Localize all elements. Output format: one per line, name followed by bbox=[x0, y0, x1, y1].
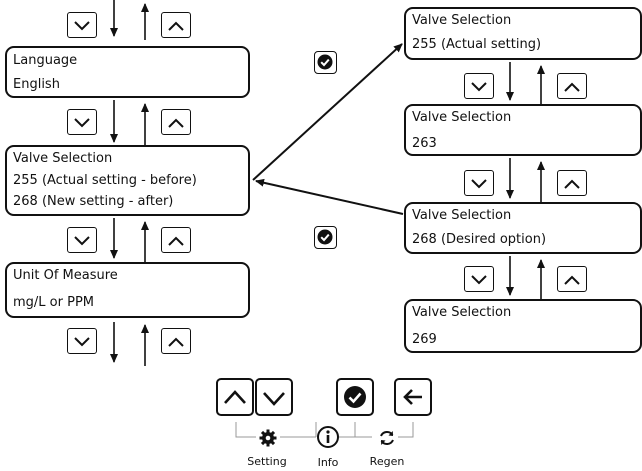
screen-title: Valve Selection bbox=[412, 208, 512, 223]
setting-label: Setting bbox=[247, 455, 287, 468]
info-icon bbox=[317, 426, 339, 448]
chevron-up-icon bbox=[564, 82, 580, 92]
down-button[interactable] bbox=[67, 12, 97, 38]
valve-screen-desired: Valve Selection 268 (Desired option) bbox=[404, 202, 642, 254]
keypad-back-button[interactable] bbox=[394, 378, 432, 416]
arrow-left-icon bbox=[403, 389, 422, 405]
screen-title: Unit Of Measure bbox=[13, 268, 118, 283]
chevron-up-icon bbox=[168, 236, 184, 246]
valve-selection-screen: Valve Selection 255 (Actual setting - be… bbox=[5, 145, 250, 216]
valve-screen-263: Valve Selection 263 bbox=[404, 104, 642, 156]
valve-screen-269: Valve Selection 269 bbox=[404, 299, 642, 353]
info-label: Info bbox=[317, 456, 339, 469]
screen-value: 255 (Actual setting) bbox=[412, 37, 542, 52]
check-circle-icon bbox=[344, 386, 366, 408]
screen-value: 268 (Desired option) bbox=[412, 232, 547, 247]
down-button[interactable] bbox=[67, 328, 97, 354]
down-button[interactable] bbox=[464, 266, 494, 292]
screen-title: Language bbox=[13, 53, 78, 68]
up-button[interactable] bbox=[557, 170, 587, 196]
up-button[interactable] bbox=[161, 109, 191, 135]
screen-value: mg/L or PPM bbox=[13, 295, 94, 310]
chevron-up-icon bbox=[564, 179, 580, 189]
chevron-down-icon bbox=[74, 236, 90, 246]
up-button[interactable] bbox=[557, 266, 587, 292]
keypad-up-button[interactable] bbox=[216, 378, 254, 416]
up-button[interactable] bbox=[161, 227, 191, 253]
chevron-down-icon bbox=[471, 275, 487, 285]
screen-value-before: 255 (Actual setting - before) bbox=[13, 173, 197, 188]
chevron-down-icon bbox=[471, 179, 487, 189]
check-circle-icon bbox=[317, 54, 333, 70]
chevron-up-icon bbox=[168, 21, 184, 31]
gear-icon bbox=[259, 429, 277, 447]
screen-title: Valve Selection bbox=[412, 305, 512, 320]
chevron-down-icon bbox=[263, 392, 285, 406]
chevron-up-icon bbox=[224, 390, 246, 404]
screen-title: Valve Selection bbox=[412, 110, 512, 125]
confirm-check-button[interactable] bbox=[314, 226, 337, 249]
screen-title: Valve Selection bbox=[412, 13, 512, 28]
up-button[interactable] bbox=[161, 12, 191, 38]
screen-value-after: 268 (New setting - after) bbox=[13, 194, 174, 209]
keypad-check-button[interactable] bbox=[336, 378, 374, 416]
up-button[interactable] bbox=[161, 328, 191, 354]
language-screen: Language English bbox=[5, 46, 250, 98]
chevron-up-icon bbox=[564, 275, 580, 285]
up-button[interactable] bbox=[557, 73, 587, 99]
down-button[interactable] bbox=[67, 109, 97, 135]
chevron-down-icon bbox=[74, 118, 90, 128]
unit-of-measure-screen: Unit Of Measure mg/L or PPM bbox=[5, 262, 250, 318]
chevron-up-icon bbox=[168, 337, 184, 347]
chevron-down-icon bbox=[74, 21, 90, 31]
keypad-down-button[interactable] bbox=[255, 378, 293, 416]
screen-value: 263 bbox=[412, 136, 437, 151]
chevron-down-icon bbox=[471, 82, 487, 92]
down-button[interactable] bbox=[67, 227, 97, 253]
down-button[interactable] bbox=[464, 170, 494, 196]
screen-title: Valve Selection bbox=[13, 151, 113, 166]
chevron-up-icon bbox=[168, 118, 184, 128]
check-circle-icon bbox=[317, 229, 333, 245]
down-button[interactable] bbox=[464, 73, 494, 99]
chevron-down-icon bbox=[74, 337, 90, 347]
screen-value: English bbox=[13, 77, 60, 92]
valve-screen-actual: Valve Selection 255 (Actual setting) bbox=[404, 7, 642, 60]
confirm-check-button[interactable] bbox=[314, 51, 337, 74]
regen-icon bbox=[380, 430, 394, 446]
regen-label: Regen bbox=[369, 455, 405, 468]
screen-value: 269 bbox=[412, 332, 437, 347]
